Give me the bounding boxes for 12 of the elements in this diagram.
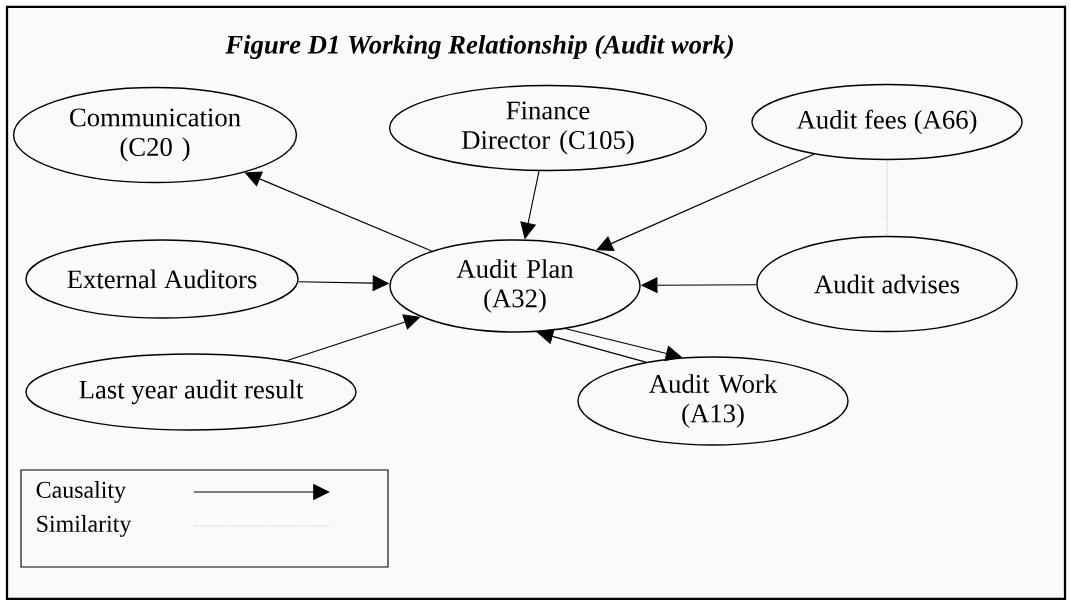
ellipse-node: Audit Work (A13) xyxy=(577,356,849,446)
ellipse-node: Last year audit result xyxy=(25,353,357,431)
arrow xyxy=(596,153,815,251)
ellipse-node: External Auditors xyxy=(25,239,299,319)
legend-label: Causality xyxy=(36,481,126,503)
legend-label: Similarity xyxy=(37,515,132,537)
ellipse-node: Audit advises xyxy=(756,235,1018,333)
ellipse-node: Finance Director (C105) xyxy=(388,84,708,172)
ellipse-node: Audit fees (A66) xyxy=(751,83,1023,161)
figure-title: Figure D1 Working Relationship (Audit work) xyxy=(225,34,733,60)
ellipse-node: Communication (C20 ) xyxy=(12,86,298,184)
ellipse-node: Audit Plan (A32) xyxy=(389,239,641,333)
